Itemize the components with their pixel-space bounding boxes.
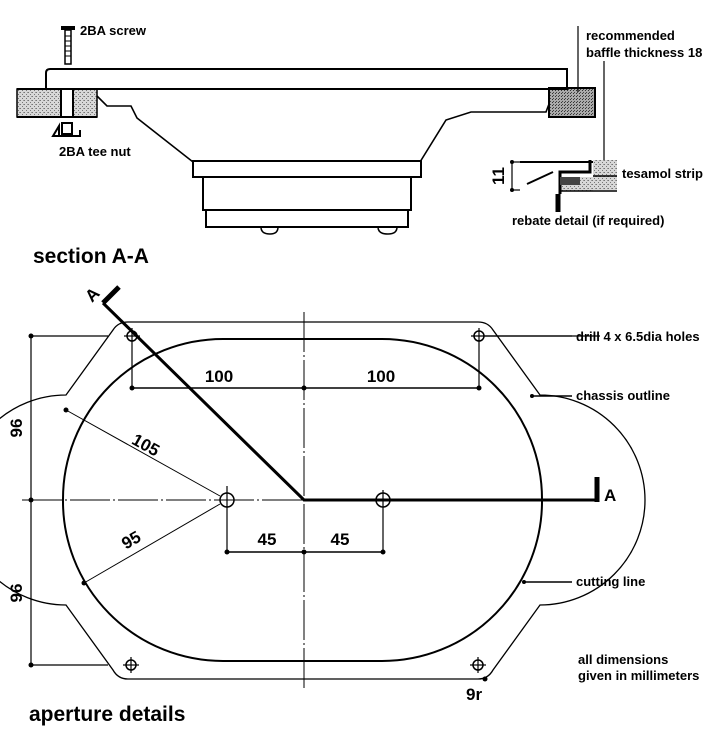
drill-label: drill 4 x 6.5dia holes	[576, 329, 700, 344]
radius-95-line	[83, 503, 221, 584]
dim-corner-radius: 9r	[466, 685, 482, 704]
dim-100-right: 100	[367, 367, 395, 386]
section-view: 2BA screw 2BA tee nut recommended baffle…	[16, 23, 703, 268]
mounting-hole-bottom-right-icon	[470, 657, 486, 673]
cutting-label: cutting line	[576, 574, 645, 589]
baffle-label-line1: recommended	[586, 28, 675, 43]
baffle-left-block-inner	[72, 88, 98, 118]
mounting-hole-bottom-left-icon	[123, 657, 139, 673]
section-title: section A-A	[33, 245, 149, 268]
section-marker-top-label: A	[81, 284, 103, 306]
rebate-depth-label: 11	[489, 167, 508, 185]
section-marker-right-label: A	[604, 486, 616, 505]
cutting-line	[61, 338, 544, 662]
dim-45-right: 45	[331, 530, 350, 549]
rebate-detail	[510, 160, 617, 212]
aperture-title: aperture details	[29, 703, 185, 726]
tesamol-label: tesamol strip	[622, 166, 703, 181]
magnet-body	[202, 176, 412, 211]
chassis-flange	[45, 68, 568, 90]
foot-left	[260, 226, 279, 235]
magnet-back-plate	[205, 209, 409, 228]
dim-45-left: 45	[258, 530, 277, 549]
screw-icon	[61, 26, 75, 65]
arc-centre-right-icon	[375, 490, 391, 552]
radius-105-line	[65, 409, 221, 497]
section-line	[101, 301, 597, 502]
rebate-label: rebate detail (if required)	[512, 213, 664, 228]
aperture-view: A A	[0, 284, 700, 726]
screw-label: 2BA screw	[80, 23, 147, 38]
foot-right	[377, 226, 398, 235]
basket-profile	[96, 95, 550, 163]
dim-95: 95	[118, 527, 144, 553]
magnet-top-plate	[192, 160, 422, 178]
units-note-line2: given in millimeters	[578, 668, 699, 683]
chassis-outline	[0, 321, 646, 680]
baffle-label-line2: baffle thickness 18	[586, 45, 702, 60]
arc-centre-left-icon	[219, 486, 235, 552]
dim-96-top: 96	[7, 419, 26, 438]
chassis-label: chassis outline	[576, 388, 670, 403]
baffle-right-block	[548, 87, 596, 118]
dim-100-left: 100	[205, 367, 233, 386]
section-marker-top	[101, 285, 121, 305]
dim-96-bottom: 96	[7, 584, 26, 603]
dim-105: 105	[129, 430, 163, 460]
units-note-line1: all dimensions	[578, 652, 668, 667]
tee-nut-icon	[51, 122, 81, 137]
mounting-hole-top-left-icon	[124, 328, 140, 390]
tee-nut-label: 2BA tee nut	[59, 144, 131, 159]
baffle-left-block	[16, 88, 62, 118]
